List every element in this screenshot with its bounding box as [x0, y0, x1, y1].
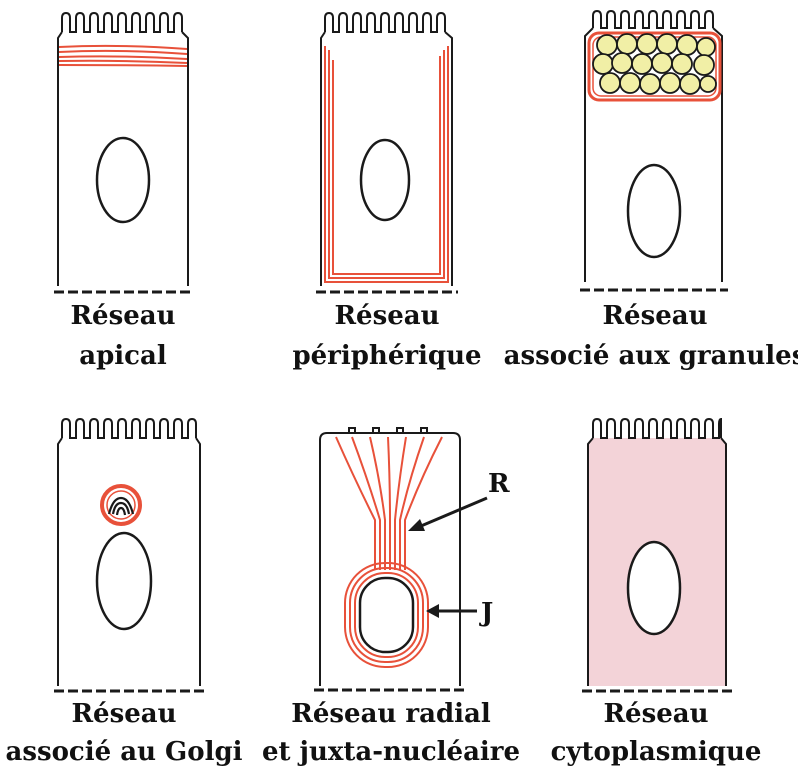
nucleus [97, 138, 149, 222]
golgi-apparatus [109, 498, 133, 515]
nucleus [361, 140, 409, 220]
peripheral-filament-band [325, 46, 448, 282]
cell-granules [580, 11, 728, 290]
caption-peripheral-line2: périphérique [292, 341, 481, 371]
microvilli [593, 419, 721, 438]
caption-peripheral-line1: Réseau [334, 301, 439, 331]
cell-peripheral [316, 13, 458, 292]
nucleus [97, 533, 151, 629]
caption-granules-line2: associé aux granules [504, 341, 798, 371]
arrow-juxta [426, 604, 477, 618]
caption-apical-line2: apical [79, 341, 167, 371]
cell-radial: R J [314, 428, 510, 690]
microvilli [593, 11, 713, 28]
cell-membrane [58, 438, 200, 686]
nucleus [628, 165, 680, 257]
nucleus [628, 542, 680, 634]
arrow-radial [408, 498, 487, 531]
secretory-granules [593, 34, 716, 94]
golgi-filament-ring [102, 486, 140, 524]
cell-cytoplasmic [582, 419, 732, 691]
microvilli [62, 419, 196, 438]
caption-apical-line1: Réseau [70, 301, 175, 331]
cell-membrane [58, 32, 188, 286]
caption-granules-line1: Réseau [602, 301, 707, 331]
arrow-label-r: R [488, 469, 510, 499]
microvilli [325, 13, 445, 32]
caption-radial-line2: et juxta-nucléaire [262, 737, 520, 767]
apical-filament-band [59, 46, 187, 66]
cell-apical [54, 13, 194, 292]
cell-golgi [54, 419, 208, 691]
caption-radial-line1: Réseau radial [291, 699, 491, 729]
caption-golgi-line1: Réseau [71, 699, 176, 729]
cell-membrane [321, 32, 452, 286]
caption-cytoplasmic-line1: Réseau [603, 699, 708, 729]
microvilli [62, 13, 182, 32]
nucleus [360, 578, 413, 652]
caption-golgi-line2: associé au Golgi [5, 737, 242, 767]
radial-filaments [336, 437, 442, 570]
arrow-label-j: J [479, 598, 493, 628]
caption-cytoplasmic-line2: cytoplasmique [551, 737, 762, 767]
